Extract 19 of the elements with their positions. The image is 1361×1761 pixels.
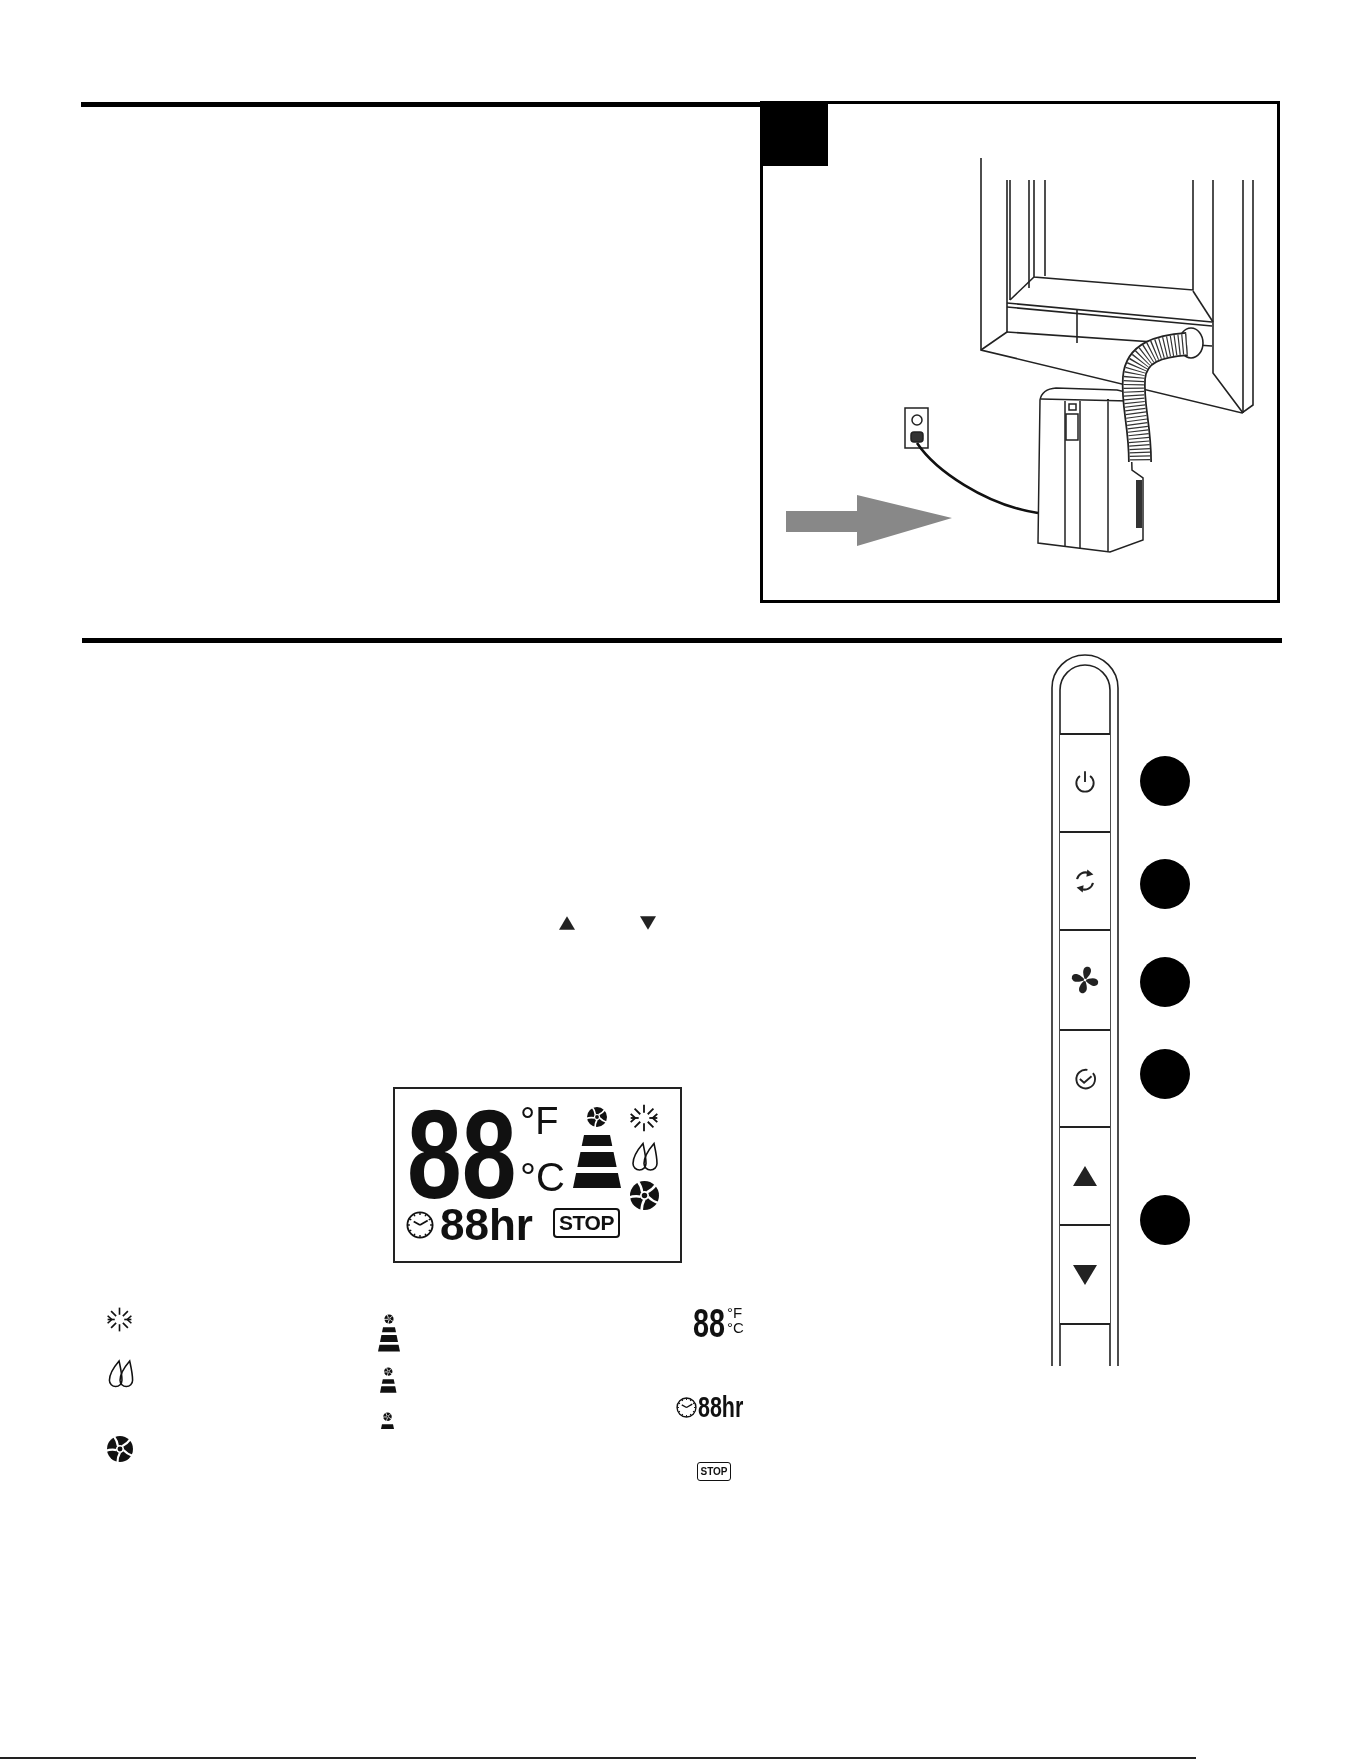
stop-label: STOP [700, 1467, 728, 1476]
callout-marker [1140, 859, 1190, 909]
stop-indicator [553, 1208, 620, 1238]
timer-digits: 88hr [440, 1208, 533, 1243]
celsius-label: °C [520, 1162, 565, 1194]
callout-marker [1140, 756, 1190, 806]
callout-marker [1140, 957, 1190, 1007]
callout-marker [1140, 1195, 1190, 1245]
lcd-display [393, 1087, 682, 1263]
stop-indicator [697, 1462, 731, 1481]
timer-digits: 88hr [698, 1396, 744, 1419]
temperature-digits: 88 [693, 1308, 726, 1340]
fahrenheit-label: °F [727, 1307, 743, 1319]
celsius-label: °C [727, 1322, 744, 1334]
stop-label: STOP [559, 1214, 614, 1232]
temperature-digits: 88 [407, 1106, 517, 1205]
callout-marker [1140, 1049, 1190, 1099]
fahrenheit-label: °F [520, 1107, 559, 1137]
step-tab [762, 103, 828, 166]
